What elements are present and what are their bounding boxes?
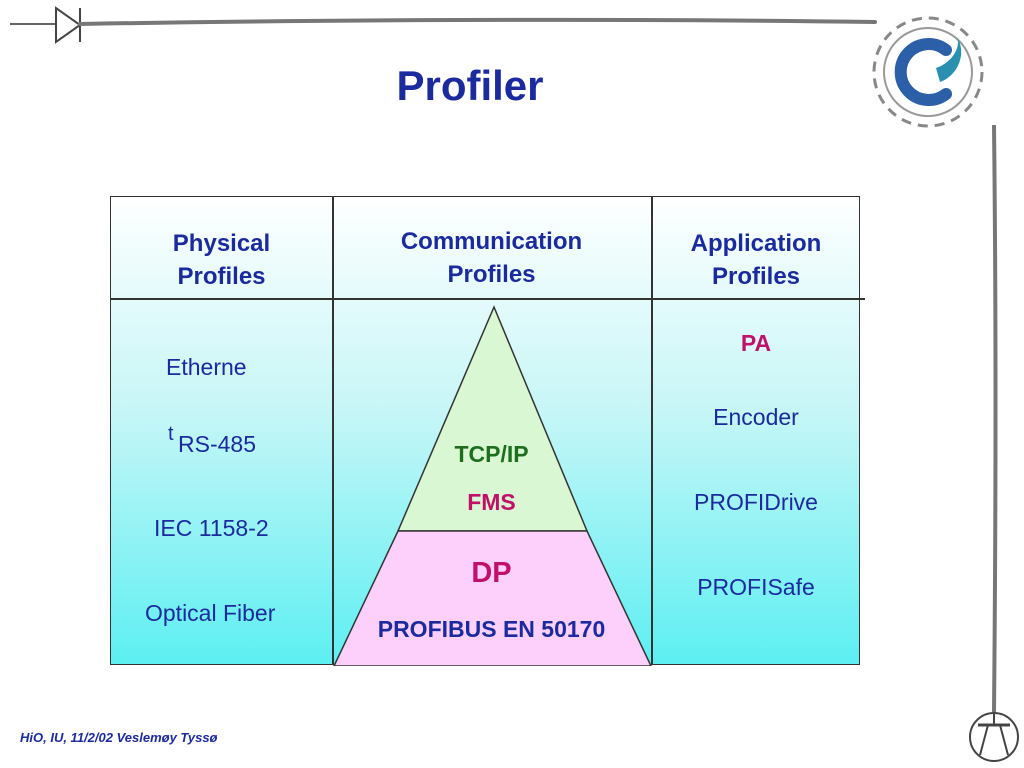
application-item: PA (740, 330, 772, 356)
application-item: PROFISafe (697, 574, 815, 600)
pyramid-label-fms: FMS (467, 489, 516, 515)
physical-item: IEC 1158-2 (154, 515, 269, 541)
header-divider (111, 298, 865, 300)
physical-item: Optical Fiber (145, 600, 276, 626)
application-item: PROFIDrive (694, 489, 818, 515)
physical-item: Etherne (166, 354, 247, 380)
header-line: Application (690, 230, 822, 257)
profiles-table: Physical Profiles Communication Profiles… (110, 196, 865, 666)
pyramid-label-dp: DP (471, 557, 512, 589)
column-header-physical: Physical Profiles (111, 227, 332, 293)
column-header-application: Application Profiles (651, 227, 861, 293)
column-header-communication: Communication Profiles (332, 225, 651, 291)
diode-icon (55, 6, 82, 44)
header-line: Physical (172, 230, 271, 257)
transistor-icon (969, 712, 1019, 762)
physical-item: RS-485 (178, 431, 256, 457)
pyramid-label-tcpip: TCP/IP (454, 441, 529, 467)
physical-item: t (168, 423, 174, 445)
slide-footer: HiO, IU, 11/2/02 Veslemøy Tyssø (20, 730, 218, 745)
header-line: Profiles (711, 263, 801, 290)
column-divider (332, 197, 334, 664)
header-line: Communication (400, 228, 583, 255)
slide-title: Profiler (396, 62, 544, 109)
gear-logo-icon (872, 16, 984, 128)
application-item: Encoder (713, 404, 799, 430)
pyramid-bottom-section (333, 530, 652, 666)
header-line: Profiles (447, 261, 536, 288)
column-divider (651, 197, 653, 664)
header-line: Profiles (177, 263, 266, 290)
communication-pyramid (333, 305, 652, 666)
pyramid-label-profibus: PROFIBUS EN 50170 (377, 616, 606, 642)
